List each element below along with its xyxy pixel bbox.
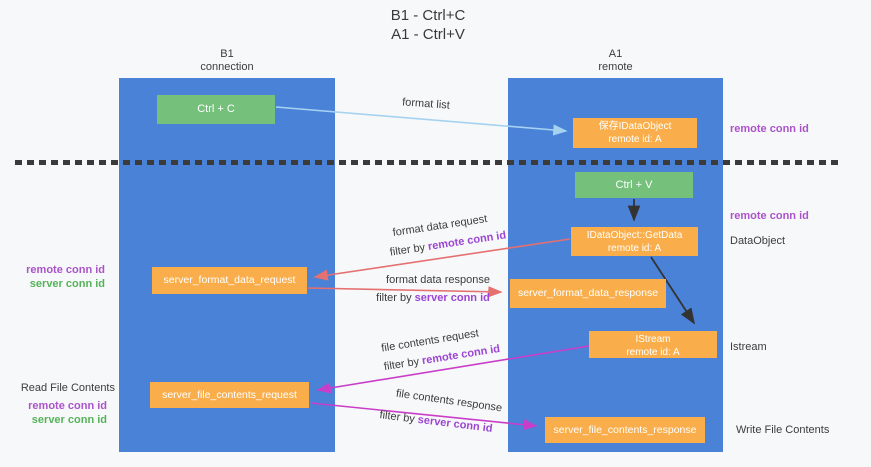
node-save-idataobject: 保存IDataObject remote id: A [573,118,697,148]
lane-b1-subtitle: connection [200,61,254,73]
title-line-2: A1 - Ctrl+V [391,26,465,43]
label-format-data-response-text: format data response [386,274,490,286]
label-filter-server-2: filter by server conn id [379,409,493,435]
label-file-contents-response: file contents response [395,388,503,415]
annotation-remote-conn-id-mid: remote conn id [730,210,809,222]
node-ctrl-c-label: Ctrl + C [197,103,235,115]
server-conn-id-text: server conn id [29,278,105,290]
node-ctrl-v: Ctrl + V [575,172,693,198]
annotation-remote-conn-id-top: remote conn id [730,123,809,135]
dataobject-text: DataObject [730,235,786,247]
server-conn-id-text: server conn id [417,413,494,435]
node-istream: IStream remote id: A [589,331,717,358]
write-file-contents-text: Write File Contents [736,424,830,436]
node-server-file-contents-response: server_file_contents_response [545,417,705,443]
diagram-title: B1 - Ctrl+C A1 - Ctrl+V [318,6,538,44]
lane-header-a1: A1 remote [508,48,723,74]
lane-a1-subtitle: remote [598,61,633,73]
read-file-contents-text: Read File Contents [20,382,115,394]
remote-conn-id-text: remote conn id [730,123,809,135]
lane-a1-title: A1 [608,48,623,60]
node-istream-label: IStream [635,334,671,345]
node-server-file-contents-request-label: server_file_contents_request [162,389,297,401]
annotation-write-file-contents: Write File Contents [736,424,829,436]
filter-by-text: filter by [383,355,424,374]
node-server-format-data-request: server_format_data_request [152,267,307,294]
label-filter-server-1: filter by server conn id [376,292,490,304]
remote-conn-id-text: remote conn id [28,400,107,412]
annotation-remote-conn-id-left-1: remote conn id [10,263,105,277]
annotation-dataobject: DataObject [730,235,785,247]
server-conn-id-text: server conn id [31,414,107,426]
annotation-read-file-contents: Read File Contents [10,381,115,395]
node-save-idataobject-remote-id: remote id: A [608,134,662,145]
annotation-istream: Istream [730,341,767,353]
dashed-separator [15,160,838,165]
annotation-server-conn-id-left-1: server conn id [10,277,105,291]
node-server-file-contents-request: server_file_contents_request [150,382,309,408]
label-format-data-response: format data response [386,274,490,286]
read-file-contents-label: Read File Contents [10,381,115,395]
istream-text: Istream [730,341,767,353]
title-line-1: B1 - Ctrl+C [390,7,466,24]
remote-conn-id-text: remote conn id [26,264,105,276]
filter-by-text: filter by [389,241,429,259]
lane-b1-title: B1 [220,48,234,60]
annotation-left-conn-ids-1: remote conn id server conn id [10,263,105,291]
node-server-file-contents-response-label: server_file_contents_response [553,424,697,436]
filter-by-text: filter by [376,292,415,304]
filter-by-text: filter by [378,409,419,426]
node-getdata: IDataObject::GetData remote id: A [571,227,698,256]
node-getdata-label: IDataObject::GetData [586,230,683,241]
annotation-left-conn-ids-2: remote conn id server conn id [10,399,107,427]
annotation-server-conn-id-left-2: server conn id [10,413,107,427]
label-format-list-text: format list [401,96,451,112]
remote-conn-id-text: remote conn id [730,210,809,222]
node-getdata-remote-id: remote id: A [607,243,662,254]
label-file-contents-response-text: file contents response [395,387,503,415]
node-ctrl-v-label: Ctrl + V [615,179,653,191]
node-ctrl-c: Ctrl + C [157,95,275,124]
label-format-list: format list [402,96,450,111]
node-save-idataobject-label: 保存IDataObject [598,121,672,132]
node-server-format-data-response: server_format_data_response [510,279,666,308]
lane-header-b1: B1 connection [119,48,335,74]
node-server-format-data-request-label: server_format_data_request [163,274,296,286]
remote-conn-id-text: remote conn id [427,229,507,253]
node-istream-remote-id: remote id: A [626,347,680,358]
server-conn-id-text: server conn id [414,292,490,304]
node-server-format-data-response-label: server_format_data_response [517,287,659,299]
annotation-remote-conn-id-left-2: remote conn id [10,399,107,413]
